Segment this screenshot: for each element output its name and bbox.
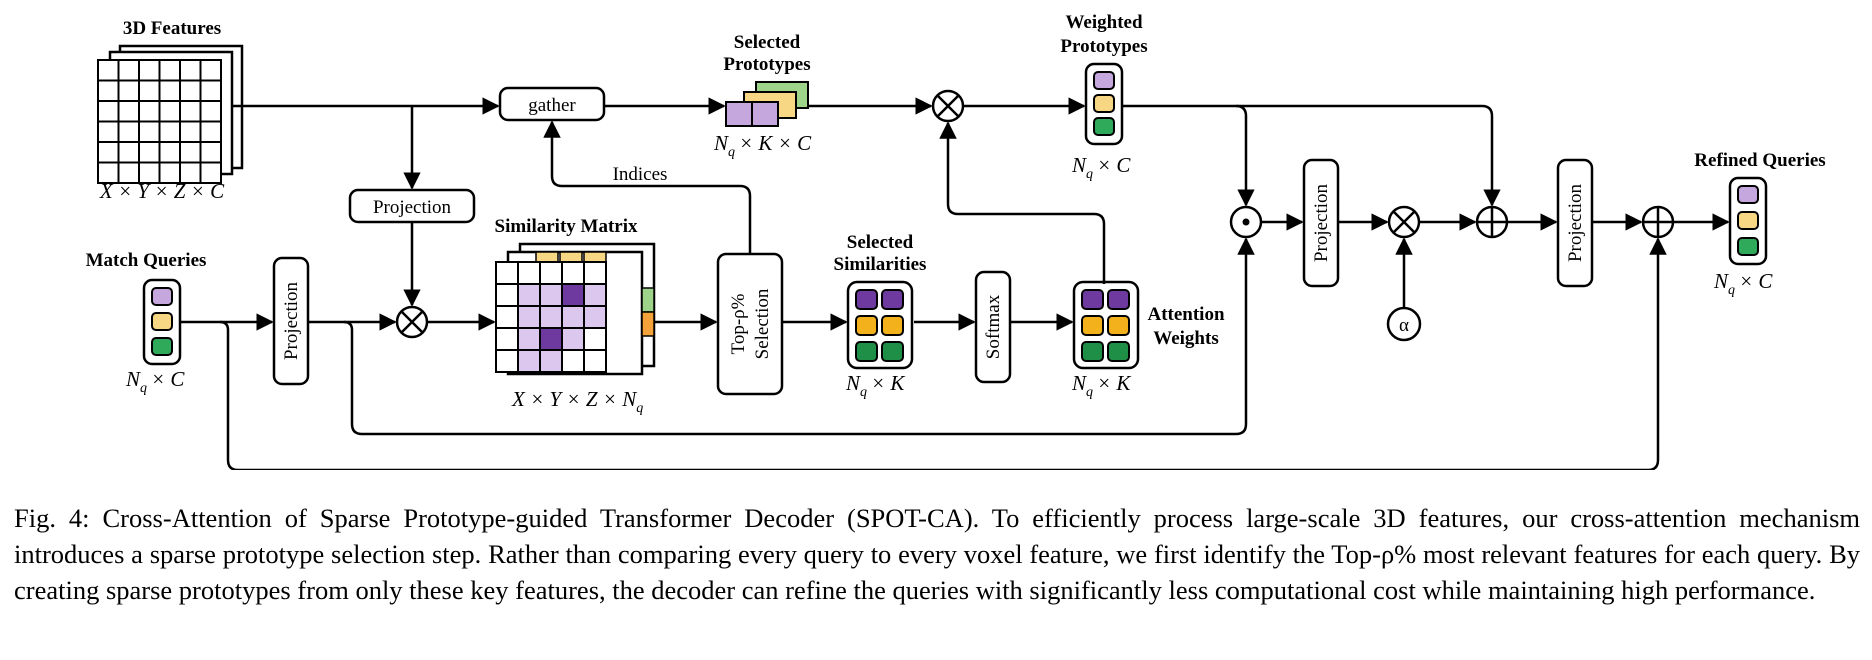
add-op-1 xyxy=(1475,205,1509,239)
gather-label: gather xyxy=(528,95,576,116)
match-queries-label: Match Queries xyxy=(86,250,207,271)
selected-prototypes-dim: Nq× K × C xyxy=(713,131,812,160)
figure-caption: Fig. 4: Cross-Attention of Sparse Protot… xyxy=(14,503,1860,605)
add-op-2 xyxy=(1641,205,1675,239)
refined-queries-label: Refined Queries xyxy=(1694,150,1825,171)
similarity-matrix-grid xyxy=(495,242,656,376)
projection-label-right-1: Projection xyxy=(1311,183,1332,262)
projection-label-right-2: Projection xyxy=(1565,183,1586,262)
3d-features-grid xyxy=(97,44,244,184)
selected-prototypes-label-2: Prototypes xyxy=(723,54,810,75)
connectors xyxy=(180,97,1730,470)
weighted-prototypes-label-1: Weighted xyxy=(1065,12,1142,33)
attention-weights-icon xyxy=(1072,280,1140,370)
top-rho-label-1: Top-ρ% xyxy=(728,293,749,354)
similarity-matrix-dim: X × Y × Z × Nq xyxy=(511,387,643,416)
selected-similarities-icon xyxy=(846,280,914,370)
projection-label-left: Projection xyxy=(281,281,302,360)
similarity-matrix-label: Similarity Matrix xyxy=(495,216,638,237)
projection-label-top: Projection xyxy=(373,197,452,218)
refined-queries-dim: Nq× C xyxy=(1713,269,1773,298)
attention-weights-dim: Nq× K xyxy=(1071,371,1131,400)
spot-ca-diagram: 3D Features X × Y × Z × C gather Selecte… xyxy=(86,12,1826,470)
3d-features-label: 3D Features xyxy=(123,18,221,39)
3d-features-dim: X × Y × Z × C xyxy=(99,179,225,203)
softmax-box xyxy=(974,270,1012,384)
dot-product-op xyxy=(1229,205,1263,239)
weighted-prototypes-dim: Nq× C xyxy=(1071,153,1131,182)
multiply-op-middle xyxy=(395,305,429,339)
top-rho-label-2: Selection xyxy=(752,288,773,359)
selected-prototypes-icon xyxy=(725,81,809,127)
attention-weights-label-1: Attention xyxy=(1147,304,1224,325)
gather-box xyxy=(498,86,606,122)
alpha-label: α xyxy=(1399,315,1409,336)
selected-similarities-label-1: Selected xyxy=(847,232,914,253)
attention-weights-label-2: Weights xyxy=(1153,328,1218,349)
match-queries-icon xyxy=(142,278,182,366)
multiply-op-top xyxy=(931,89,965,123)
selected-prototypes-label-1: Selected xyxy=(734,32,801,53)
refined-queries-icon xyxy=(1728,176,1768,266)
selected-similarities-dim: Nq× K xyxy=(845,371,905,400)
indices-label: Indices xyxy=(613,164,668,185)
multiply-op-right xyxy=(1387,205,1421,239)
match-queries-dim: Nq× C xyxy=(125,367,185,396)
selected-similarities-label-2: Similarities xyxy=(834,254,927,275)
weighted-prototypes-icon xyxy=(1084,62,1124,146)
weighted-prototypes-label-2: Prototypes xyxy=(1060,36,1147,57)
softmax-label: Softmax xyxy=(983,294,1004,359)
